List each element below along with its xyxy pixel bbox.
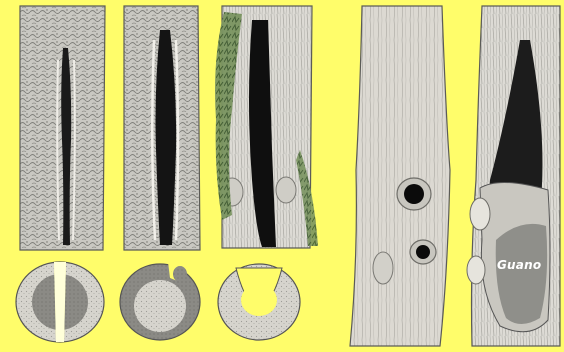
hole-upper [404,184,424,204]
trunk-crack-narrow [20,6,105,250]
hole-lower [416,245,430,259]
trunk-woodpecker-holes [350,6,450,346]
trunk-cutaway-guano [467,6,560,346]
trunk-split-moss [215,6,318,248]
trunk-crack-wide [124,6,200,250]
cross-section-split [16,262,104,342]
cross-section-open-cavity [218,264,300,340]
guano-label: Guano [497,258,541,272]
